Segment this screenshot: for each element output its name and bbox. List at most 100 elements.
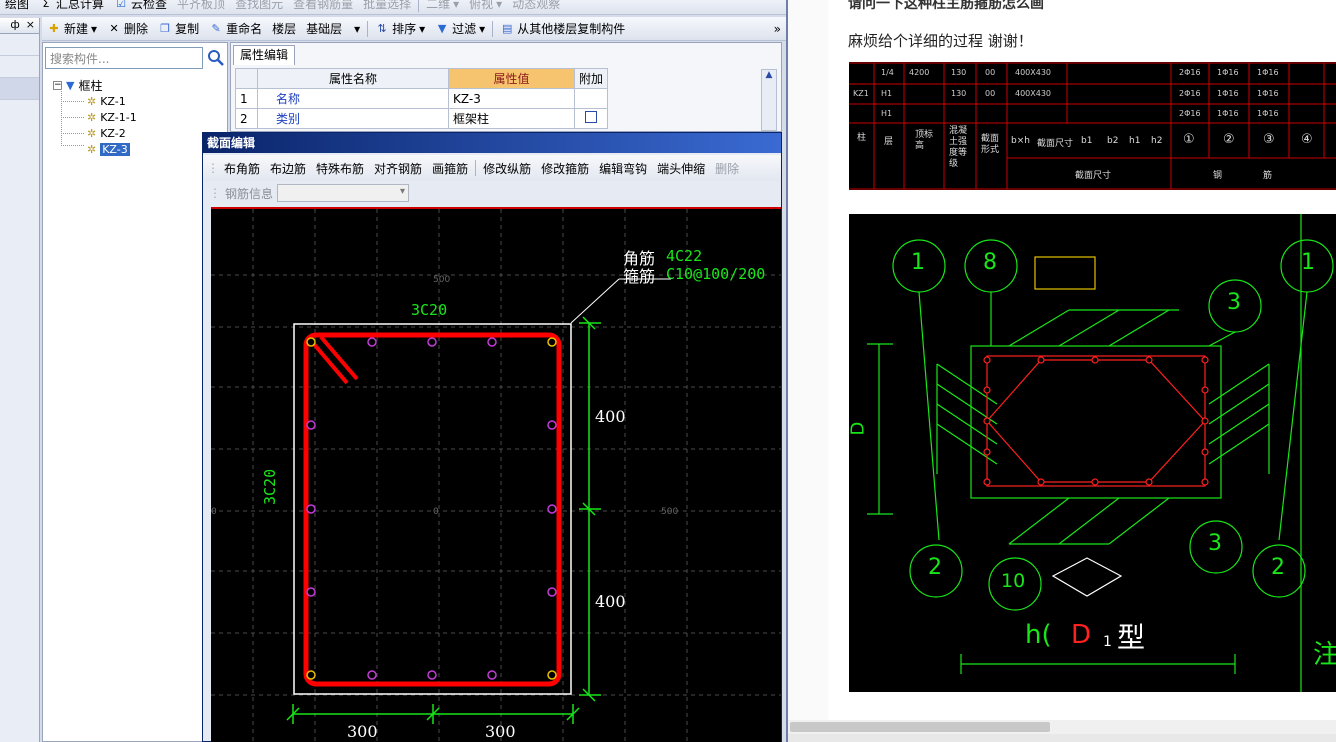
grid-label: 500 (433, 275, 451, 285)
special-rebar-button[interactable]: 特殊布筋 (316, 161, 365, 176)
grid-label: 0 (433, 507, 439, 517)
corner-rebar-value[interactable]: 4C22 (666, 247, 703, 265)
nav-panel: ф × (0, 18, 40, 742)
property-value[interactable]: KZ-3 (448, 88, 575, 109)
grid-circle-label: 3 (1227, 290, 1241, 315)
schedule-cell: KZ1 (853, 89, 869, 98)
copy-from-floor-button[interactable]: ▤从其他楼层复制构件 (502, 21, 626, 37)
toolbar-overflow[interactable]: » (773, 21, 781, 36)
sort-button[interactable]: ⇅排序 ▾ (370, 18, 430, 40)
delete-icon: ✕ (109, 21, 119, 35)
close-icon[interactable]: × (25, 18, 35, 31)
grid-label: 500 (661, 507, 679, 517)
top-view-button[interactable]: 俯视 ▾ (469, 0, 503, 11)
schedule-footer: 钢 (1213, 171, 1223, 181)
tab-property-edit[interactable]: 属性编辑 (233, 45, 296, 65)
attached-image-schedule[interactable]: KZ1 1/4 4200 130 00 400X430 2Φ16 1Φ16 1Φ… (849, 62, 1336, 190)
copy-button[interactable]: ❐复制 (153, 18, 204, 40)
property-scrollbar[interactable]: ▲ (761, 69, 777, 131)
rename-button[interactable]: ✎重命名 (204, 18, 267, 40)
cloud-check-button[interactable]: ☑云检查 (109, 0, 172, 15)
stirrup-value[interactable]: C10@100/200 (666, 265, 766, 283)
section-editor-toolbar: ⋮ 布角筋 布边筋 特殊布筋 对齐钢筋 画箍筋 修改纵筋 修改箍筋 编辑弯钩 端… (203, 155, 781, 181)
edit-hook-button[interactable]: 编辑弯钩 (599, 161, 648, 176)
tree-item[interactable]: ✲KZ-1 (87, 94, 126, 108)
section-editor-title[interactable]: 截面编辑 (203, 133, 781, 153)
search-input[interactable]: 搜索构件... (45, 47, 203, 69)
leader-line (570, 278, 620, 324)
scrollbar-thumb[interactable] (790, 722, 1050, 732)
attach-cell (573, 88, 609, 109)
rename-icon: ✎ (211, 21, 221, 35)
tree-root[interactable]: − ▼ 框柱 (53, 78, 103, 93)
property-value[interactable]: 框架柱 (448, 108, 575, 129)
new-button[interactable]: ✚新建 ▾ (42, 18, 102, 40)
edit-stirrup-button[interactable]: 修改箍筋 (541, 161, 590, 176)
place-corner-rebar-button[interactable]: 布角筋 (224, 161, 261, 176)
tree-item[interactable]: ✲KZ-2 (87, 126, 126, 140)
column-section-drawing (867, 214, 1334, 692)
rebar-info-bar: ⋮ 钢筋信息 (203, 181, 781, 205)
section-editor-window: 截面编辑 ⋮ 布角筋 布边筋 特殊布筋 对齐钢筋 画箍筋 修改纵筋 修改箍筋 编… (202, 132, 782, 742)
delete-button[interactable]: ✕删除 (102, 18, 153, 40)
table-row[interactable]: 2 类别 框架柱 (235, 108, 609, 129)
property-name[interactable]: 名称 (257, 88, 449, 109)
dimension-label: 400 (595, 407, 626, 426)
dimension-label: 300 (347, 722, 378, 741)
collapse-icon[interactable]: − (53, 79, 62, 90)
attached-image-column-section[interactable]: 1 8 3 1 2 10 3 2 D h( D 1 型 注 (847, 214, 1336, 692)
filter-button[interactable]: ▼过滤 ▾ (430, 18, 490, 40)
schedule-header: 顶标高 (915, 130, 934, 151)
end-stretch-button[interactable]: 端头伸缩 (657, 161, 706, 176)
page-gutter (788, 0, 828, 720)
check-icon: ☑ (116, 0, 126, 10)
schedule-header: 柱 (857, 133, 867, 143)
schedule-footer: 筋 (1263, 171, 1273, 181)
view-2d-select[interactable]: 二维 ▾ (426, 0, 460, 11)
delete-rebar-button[interactable]: 删除 (715, 161, 740, 176)
nav-row[interactable] (0, 78, 39, 100)
scroll-up-icon[interactable]: ▲ (765, 70, 773, 80)
schedule-header: 截面形式 (981, 134, 1000, 155)
place-edge-rebar-button[interactable]: 布边筋 (270, 161, 307, 176)
side-edge-rebar-label[interactable]: 3C20 (261, 468, 279, 505)
nav-row[interactable] (0, 56, 39, 78)
rebar-info-select[interactable] (277, 184, 410, 202)
find-element-button[interactable]: 查找图元 (235, 0, 284, 11)
rebar-info-label: 钢筋信息 (225, 186, 274, 201)
align-rebar-button[interactable]: 对齐钢筋 (374, 161, 423, 176)
table-row[interactable]: 1 名称 KZ-3 (235, 88, 609, 109)
grid-label: 0 (211, 507, 217, 517)
draw-tool[interactable]: 绘图 (5, 0, 30, 11)
align-slab-top-button[interactable]: 平齐板顶 (177, 0, 226, 11)
nav-panel-header: ф × (0, 18, 39, 34)
tree-lines (61, 89, 85, 146)
schedule-cell: 1Φ16 (1217, 68, 1239, 77)
search-icon[interactable] (205, 47, 227, 69)
batch-select-button[interactable]: 批量选择 (363, 0, 412, 11)
attach-checkbox[interactable] (573, 108, 609, 129)
tree-item-selected[interactable]: ✲KZ-3 (87, 142, 130, 156)
top-edge-rebar-label[interactable]: 3C20 (411, 301, 448, 319)
copy-icon: ❐ (160, 21, 170, 35)
pin-icon[interactable]: ф (10, 18, 20, 31)
property-name[interactable]: 类别 (257, 108, 449, 129)
tree-item[interactable]: ✲KZ-1-1 (87, 110, 137, 124)
corner-bars (306, 337, 557, 680)
schedule-cell: 1/4 (881, 68, 894, 77)
question-title[interactable]: 请问一下这种柱主筋箍筋怎么画 (848, 0, 1044, 12)
draw-stirrup-button[interactable]: 画箍筋 (432, 161, 469, 176)
view-rebar-button[interactable]: 查看钢筋量 (293, 0, 354, 11)
section-canvas[interactable]: 500 500 0 0 角筋 4C22 箍筋 C10@100/200 3C20 … (211, 207, 781, 742)
schedule-cell: 00 (985, 89, 996, 98)
schedule-header: h1 (1129, 136, 1141, 146)
horizontal-scrollbar[interactable] (788, 720, 1336, 734)
new-icon: ✚ (49, 21, 59, 35)
edit-longitudinal-button[interactable]: 修改纵筋 (483, 161, 532, 176)
floor-select[interactable]: 基础层▾ (306, 21, 361, 37)
bottom-label: 注 (1313, 640, 1336, 670)
nav-row[interactable] (0, 34, 39, 56)
orbit-button[interactable]: 动态观察 (512, 0, 561, 11)
sort-icon: ⇅ (377, 21, 387, 35)
